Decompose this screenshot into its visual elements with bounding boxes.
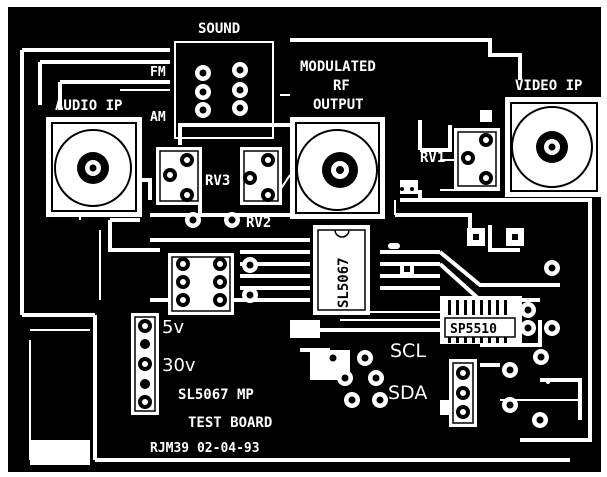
label-video-ip: VIDEO IP: [515, 78, 582, 94]
video-ip-connector: [505, 97, 603, 197]
label-scl: SCL: [390, 340, 426, 362]
label-30v: 30v: [162, 355, 196, 376]
label-rv2: RV2: [246, 215, 271, 231]
rf-output-connector: [290, 117, 385, 219]
audio-ip-connector: [46, 117, 142, 217]
clearance-channels: [20, 38, 592, 462]
label-modulated: MODULATED: [300, 59, 376, 75]
rv1-trimmer: [454, 128, 500, 190]
label-sda: SDA: [388, 382, 427, 404]
label-output: OUTPUT: [313, 97, 364, 113]
label-board-title-1: SL5067 MP: [178, 387, 254, 403]
label-sp5510: SP5510: [450, 322, 497, 337]
misc-pads: [185, 187, 524, 276]
pad-cluster-bottom: [325, 350, 388, 408]
label-sound: SOUND: [198, 21, 240, 37]
label-audio-ip: AUDIO IP: [55, 98, 122, 114]
sound-module-pads: [195, 62, 248, 118]
sl5067-ic: [313, 225, 370, 315]
label-board-credit: RJM39 02-04-93: [150, 441, 260, 456]
label-5v: 5v: [162, 317, 184, 338]
label-rf: RF: [333, 78, 350, 94]
label-board-title-2: TEST BOARD: [188, 415, 272, 431]
sp5510-ic: [440, 296, 522, 344]
label-rv1: RV1: [420, 150, 445, 166]
pads-right: [502, 260, 560, 428]
sound-module-outline: [174, 41, 274, 139]
pad-block-8: [168, 253, 258, 315]
rv3-trimmer: [156, 147, 202, 205]
scl-sda-header: [449, 359, 477, 427]
label-rv3: RV3: [205, 173, 230, 189]
label-am: AM: [150, 110, 166, 125]
label-sl5067: SL5067: [336, 257, 352, 308]
rv2-trimmer: [240, 147, 282, 205]
power-header: [131, 313, 159, 415]
label-fm: FM: [150, 65, 166, 80]
